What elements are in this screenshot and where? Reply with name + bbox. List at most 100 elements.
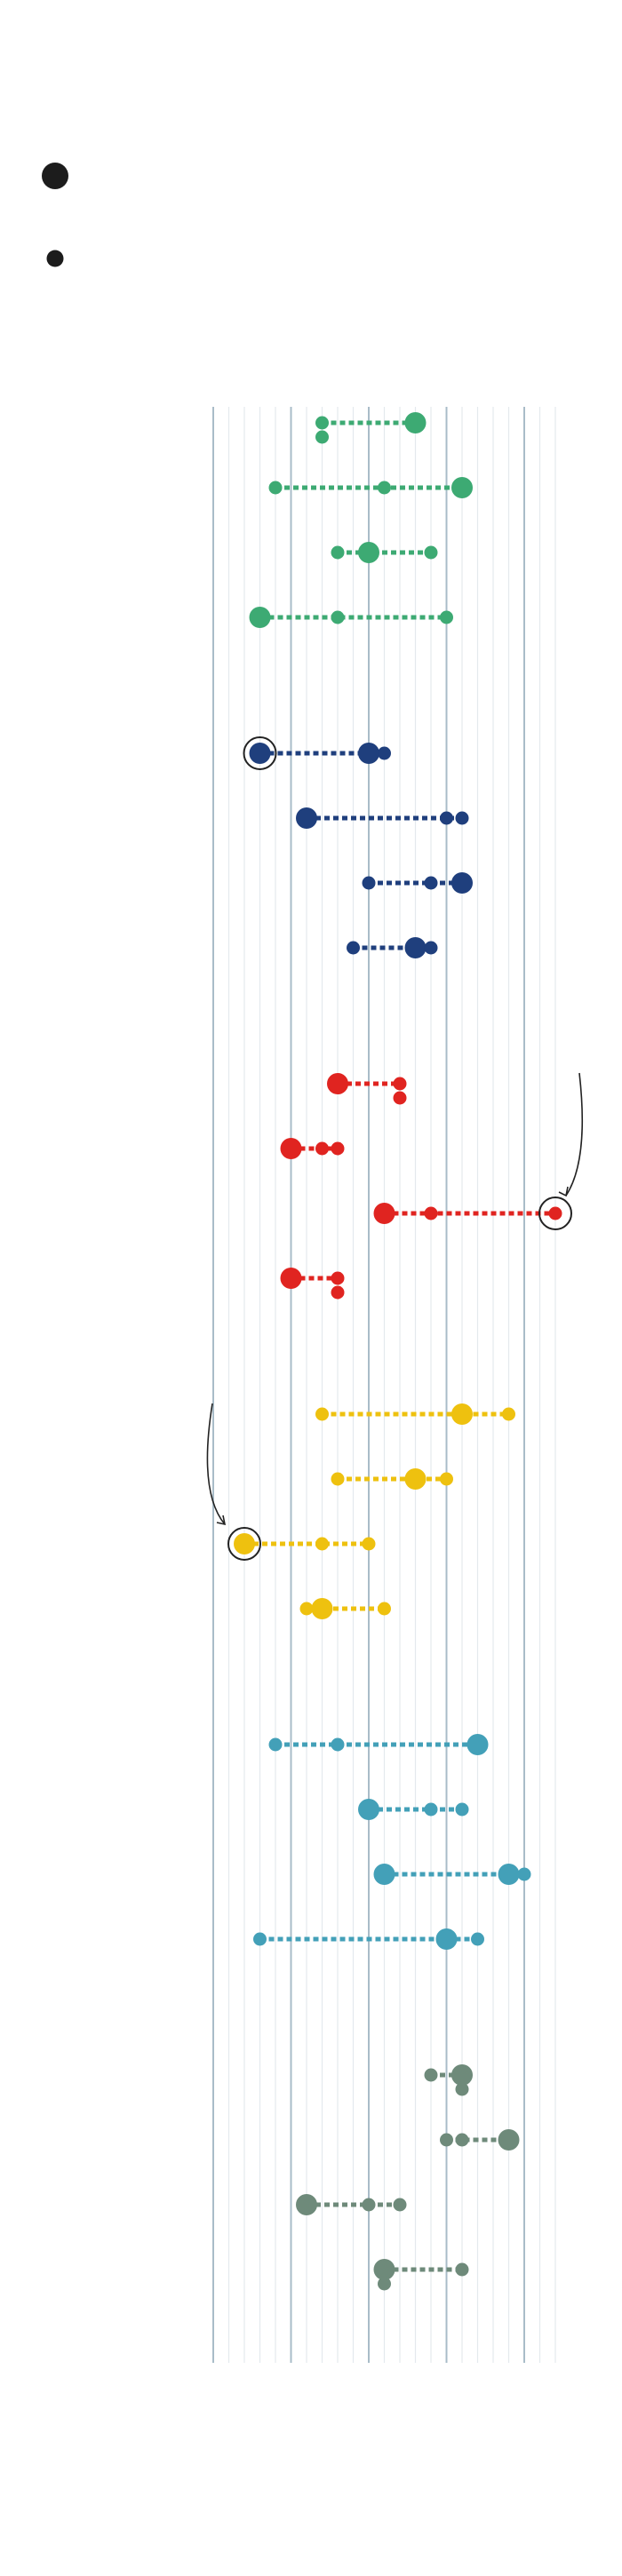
data-dot-large bbox=[358, 1799, 379, 1820]
data-dot-small bbox=[331, 1737, 345, 1752]
data-dot-large bbox=[404, 937, 427, 958]
dumbbell-row bbox=[315, 1403, 515, 1425]
data-dot-large bbox=[373, 2259, 395, 2280]
data-dot-large bbox=[311, 1598, 333, 1619]
data-dot-small bbox=[362, 1537, 376, 1551]
data-dot-small bbox=[331, 1285, 345, 1300]
data-dot-small bbox=[315, 1141, 329, 1156]
data-dot-small bbox=[362, 876, 376, 890]
dumbbell-row bbox=[280, 1138, 345, 1159]
dumbbell-row bbox=[296, 2194, 407, 2215]
dumbbell-row bbox=[331, 1468, 453, 1490]
data-dot-small bbox=[424, 876, 438, 890]
data-dot-large bbox=[249, 607, 271, 628]
data-dot-large bbox=[451, 1403, 473, 1425]
data-dot-small bbox=[378, 481, 391, 495]
series-group bbox=[280, 1072, 584, 1300]
data-dot-small bbox=[393, 2198, 407, 2212]
data-dot-large bbox=[280, 1138, 302, 1159]
data-dot-small bbox=[331, 610, 345, 624]
annotation-arrow bbox=[206, 1403, 226, 1525]
data-dot-small bbox=[331, 1271, 345, 1285]
data-dot-small bbox=[455, 1802, 469, 1817]
dumbbell-row bbox=[373, 1072, 584, 1230]
data-dot-small bbox=[315, 430, 329, 444]
data-dot-large bbox=[498, 2129, 520, 2151]
legend-large-dot bbox=[42, 163, 68, 189]
data-dot-small bbox=[471, 1932, 484, 1946]
data-dot-small bbox=[362, 2198, 376, 2212]
annotation-arrowhead bbox=[216, 1515, 227, 1526]
data-dot-small bbox=[378, 1602, 391, 1616]
data-dot-large bbox=[498, 1864, 520, 1885]
data-dot-small bbox=[424, 1802, 438, 1817]
data-dot-large bbox=[451, 2064, 473, 2086]
data-dot-large bbox=[296, 2194, 317, 2215]
data-dot-small bbox=[502, 1407, 515, 1421]
dumbbell-row bbox=[331, 542, 438, 563]
data-dot-small bbox=[440, 1472, 453, 1486]
data-dot-small bbox=[253, 1932, 267, 1946]
dumbbell-row bbox=[362, 872, 473, 894]
data-dot-large bbox=[280, 1268, 302, 1289]
data-dot-small bbox=[393, 1077, 407, 1091]
data-dot-large bbox=[249, 743, 271, 764]
highlight-ring bbox=[243, 736, 277, 770]
dumbbell-row bbox=[243, 736, 391, 770]
dumbbell-row bbox=[373, 2259, 469, 2291]
data-dot-small bbox=[378, 746, 391, 760]
data-dot-small bbox=[424, 941, 438, 955]
annotation-arrow bbox=[565, 1072, 584, 1197]
data-dot-small bbox=[331, 1141, 345, 1156]
annotation-arrowhead bbox=[558, 1186, 569, 1197]
series-group bbox=[206, 1403, 515, 1619]
data-dot-small bbox=[517, 1867, 531, 1881]
dumbbell-row bbox=[358, 1799, 469, 1820]
data-dot-small bbox=[315, 1407, 329, 1421]
data-dot-large bbox=[451, 477, 473, 498]
data-dot-small bbox=[393, 1091, 407, 1105]
data-dot-small bbox=[455, 811, 469, 825]
dumbbell-row bbox=[424, 2064, 473, 2096]
dumbbell-row bbox=[440, 2129, 520, 2151]
series-group bbox=[249, 412, 473, 628]
data-dot-small bbox=[455, 2133, 469, 2147]
data-dot-small bbox=[299, 1602, 314, 1616]
data-dot-small bbox=[378, 2277, 391, 2291]
dumbbell-row bbox=[296, 807, 469, 829]
data-dot-large bbox=[466, 1734, 489, 1755]
legend-small-dot bbox=[46, 250, 64, 267]
legend bbox=[42, 163, 68, 267]
dumbbell-row bbox=[249, 607, 453, 628]
data-dot-small bbox=[268, 1737, 283, 1752]
data-dot-small bbox=[548, 1206, 562, 1220]
dumbbell-row bbox=[280, 1268, 345, 1300]
grid bbox=[212, 407, 556, 2363]
series-group bbox=[243, 736, 473, 958]
highlight-ring bbox=[227, 1527, 261, 1561]
data-dot-small bbox=[331, 545, 345, 560]
data-dot-large bbox=[451, 872, 473, 894]
data-dot-large bbox=[373, 1203, 395, 1224]
data-dot-small bbox=[315, 416, 329, 430]
dumbbell-row bbox=[253, 1928, 484, 1950]
data-dot-small bbox=[455, 2082, 469, 2096]
dumbbell-row bbox=[299, 1598, 391, 1619]
data-dot-large bbox=[435, 1928, 458, 1950]
data-dot-small bbox=[455, 2262, 469, 2277]
data-dot-large bbox=[358, 542, 379, 563]
data-dot-small bbox=[347, 941, 360, 955]
dumbbell-row bbox=[373, 1864, 531, 1885]
dumbbell-row bbox=[327, 1073, 407, 1105]
dumbbell-row bbox=[268, 477, 473, 498]
dumbbell-row bbox=[268, 1734, 489, 1755]
data-dot-small bbox=[331, 1472, 345, 1486]
data-dot-large bbox=[327, 1073, 348, 1094]
dumbbell-row bbox=[206, 1403, 376, 1561]
highlight-ring bbox=[538, 1197, 572, 1230]
data-dot-small bbox=[440, 2133, 453, 2147]
series-group bbox=[296, 2064, 520, 2291]
data-dot-small bbox=[424, 1206, 438, 1220]
data-dot-large bbox=[373, 1864, 395, 1885]
